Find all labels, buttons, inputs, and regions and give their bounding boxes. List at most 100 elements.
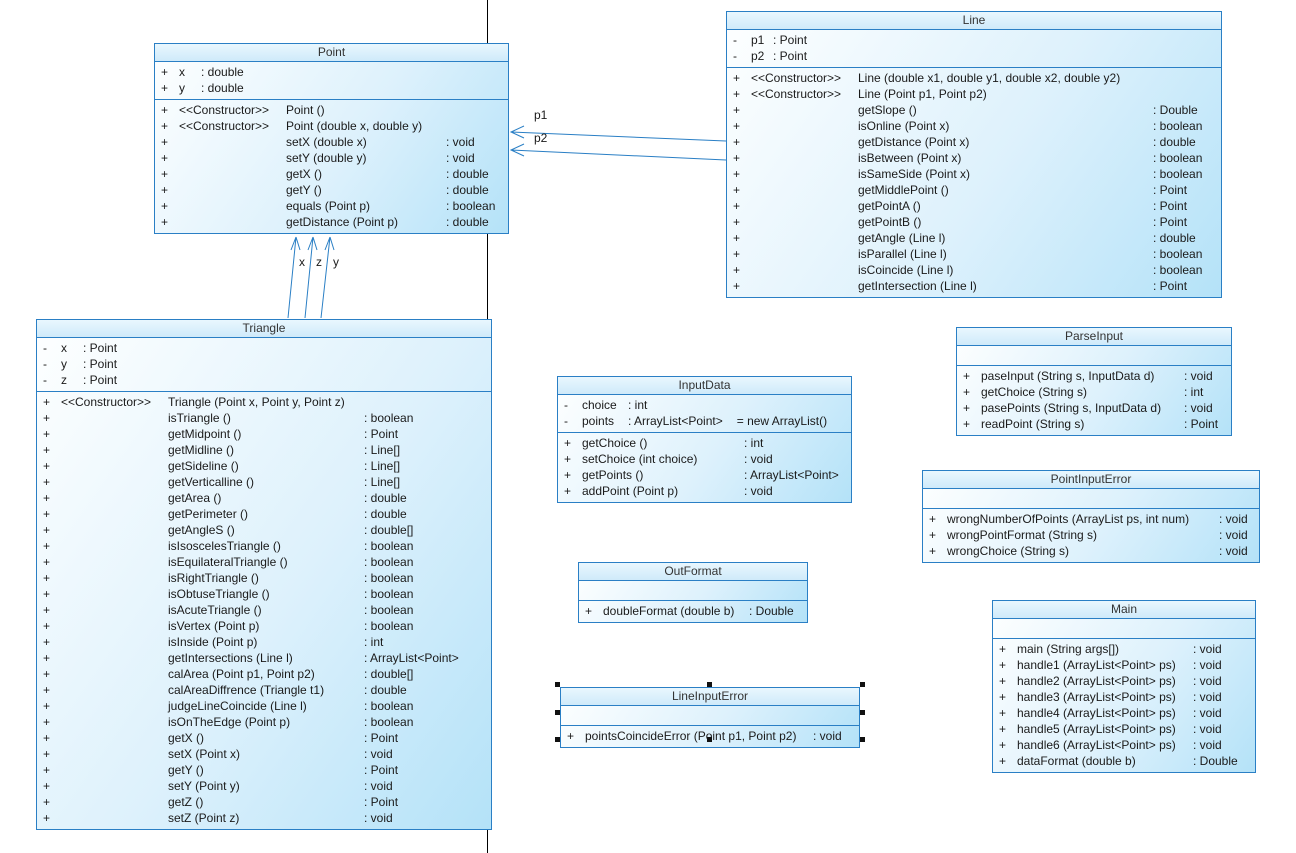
- method-row: + isEquilateralTriangle () boolean: [37, 554, 491, 570]
- stereotype: [61, 506, 168, 522]
- class-pointinputerror[interactable]: PointInputError + wrongNumberOfPoints (A…: [922, 470, 1260, 563]
- method-row: + isObtuseTriangle () boolean: [37, 586, 491, 602]
- visibility-marker: +: [43, 811, 51, 825]
- visibility-marker: +: [43, 443, 51, 457]
- visibility-marker: +: [43, 603, 51, 617]
- resize-handle-sw[interactable]: [555, 737, 560, 742]
- method-signature: setY (Point y): [168, 779, 240, 793]
- method-return-type: Point: [1153, 278, 1221, 294]
- visibility-marker: +: [161, 215, 169, 229]
- class-outformat[interactable]: OutFormat + doubleFormat (double b) Doub…: [578, 562, 808, 623]
- method-row: + getDistance (Point x) double: [727, 134, 1221, 150]
- method-row: + isParallel (Line l) boolean: [727, 246, 1221, 262]
- visibility-marker: +: [963, 385, 971, 399]
- resize-handle-nw[interactable]: [555, 682, 560, 687]
- method-row: + isRightTriangle () boolean: [37, 570, 491, 586]
- class-main[interactable]: Main + main (String args[]) void + handl…: [992, 600, 1256, 773]
- attribute-type: Point: [83, 372, 117, 388]
- visibility-marker: +: [161, 135, 169, 149]
- methods-section: + main (String args[]) void + handle1 (A…: [993, 638, 1255, 772]
- method-row: + handle1 (ArrayList<Point> ps) void: [993, 657, 1255, 673]
- visibility-marker: +: [43, 779, 51, 793]
- visibility-marker: +: [564, 452, 572, 466]
- class-line[interactable]: Line - p1 Point - p2 Point + <<Construct…: [726, 11, 1222, 298]
- resize-handle-se[interactable]: [860, 737, 865, 742]
- method-row: + isBetween (Point x) boolean: [727, 150, 1221, 166]
- edge-label-y: y: [333, 255, 339, 269]
- class-title: ParseInput: [957, 328, 1231, 346]
- method-return-type: double: [446, 214, 508, 230]
- method-row: + handle6 (ArrayList<Point> ps) void: [993, 737, 1255, 753]
- class-title: Point: [155, 44, 508, 62]
- method-signature: equals (Point p): [286, 199, 371, 213]
- method-row: + addPoint (Point p) void: [558, 483, 851, 499]
- method-return-type: boolean: [364, 570, 491, 586]
- class-inputdata[interactable]: InputData - choice int - points ArrayLis…: [557, 376, 852, 503]
- method-return-type: boolean: [364, 586, 491, 602]
- method-row: + calAreaDiffrence (Triangle t1) double: [37, 682, 491, 698]
- method-signature: calAreaDiffrence (Triangle t1): [168, 683, 325, 697]
- stereotype: <<Constructor>>: [179, 103, 270, 117]
- stereotype: [61, 522, 168, 538]
- method-row: + getChoice () int: [558, 435, 851, 451]
- resize-handle-w[interactable]: [555, 710, 560, 715]
- selection-handles: [555, 682, 865, 742]
- attribute-type: Point: [773, 48, 807, 64]
- method-signature: getChoice (): [582, 436, 648, 450]
- visibility-marker: +: [161, 119, 169, 133]
- visibility-marker: +: [43, 395, 51, 409]
- stereotype: [61, 490, 168, 506]
- method-return-type: Point: [1184, 416, 1231, 432]
- method-row: + setY (double y) void: [155, 150, 508, 166]
- visibility-marker: +: [733, 199, 741, 213]
- attribute-name: y: [179, 81, 185, 95]
- attribute-name: p2: [751, 49, 765, 63]
- class-parseinput[interactable]: ParseInput + paseInput (String s, InputD…: [956, 327, 1232, 436]
- stereotype: [61, 458, 168, 474]
- method-row: + equals (Point p) boolean: [155, 198, 508, 214]
- visibility-marker: +: [733, 231, 741, 245]
- method-signature: getIntersections (Line l): [168, 651, 293, 665]
- method-signature: getPointA (): [858, 199, 921, 213]
- attribute-name: p1: [751, 33, 765, 47]
- method-row: + judgeLineCoincide (Line l) boolean: [37, 698, 491, 714]
- class-title: Line: [727, 12, 1221, 30]
- method-return-type: void: [813, 728, 859, 744]
- resize-handle-s[interactable]: [707, 737, 712, 742]
- method-return-type: void: [364, 746, 491, 762]
- method-signature: pointsCoincideError (Point p1, Point p2): [585, 729, 797, 743]
- class-triangle[interactable]: Triangle - x Point - y Point - z Point: [36, 319, 492, 830]
- visibility-marker: -: [43, 357, 47, 371]
- method-return-type: Point: [1153, 214, 1221, 230]
- method-return-type: void: [1193, 641, 1255, 657]
- methods-section: + wrongNumberOfPoints (ArrayList ps, int…: [923, 508, 1259, 562]
- method-return-type: [446, 118, 508, 134]
- stereotype: [61, 410, 168, 426]
- method-signature: isObtuseTriangle (): [168, 587, 270, 601]
- method-return-type: Double: [749, 603, 807, 619]
- resize-handle-n[interactable]: [707, 682, 712, 687]
- visibility-marker: +: [733, 183, 741, 197]
- method-signature: isOnTheEdge (Point p): [168, 715, 291, 729]
- method-signature: getSideline (): [168, 459, 239, 473]
- visibility-marker: +: [733, 71, 741, 85]
- resize-handle-ne[interactable]: [860, 682, 865, 687]
- method-signature: getSlope (): [858, 103, 917, 117]
- class-title: Triangle: [37, 320, 491, 338]
- stereotype: [751, 278, 858, 294]
- attribute-row: - p1 Point: [727, 32, 1221, 48]
- method-row: + handle3 (ArrayList<Point> ps) void: [993, 689, 1255, 705]
- method-return-type: void: [744, 483, 851, 499]
- edge-label-p1: p1: [534, 108, 548, 122]
- visibility-marker: +: [929, 528, 937, 542]
- visibility-marker: +: [999, 642, 1007, 656]
- class-point[interactable]: Point + x double + y double + <<Construc…: [154, 43, 509, 234]
- visibility-marker: -: [564, 398, 568, 412]
- resize-handle-e[interactable]: [860, 710, 865, 715]
- method-row: + <<Constructor>> Point (double x, doubl…: [155, 118, 508, 134]
- method-return-type: Line[]: [364, 458, 491, 474]
- class-lineinputerror[interactable]: LineInputError + pointsCoincideError (Po…: [560, 687, 860, 748]
- method-row: + getY () double: [155, 182, 508, 198]
- visibility-marker: -: [564, 414, 568, 428]
- method-row: + <<Constructor>> Point (): [155, 102, 508, 118]
